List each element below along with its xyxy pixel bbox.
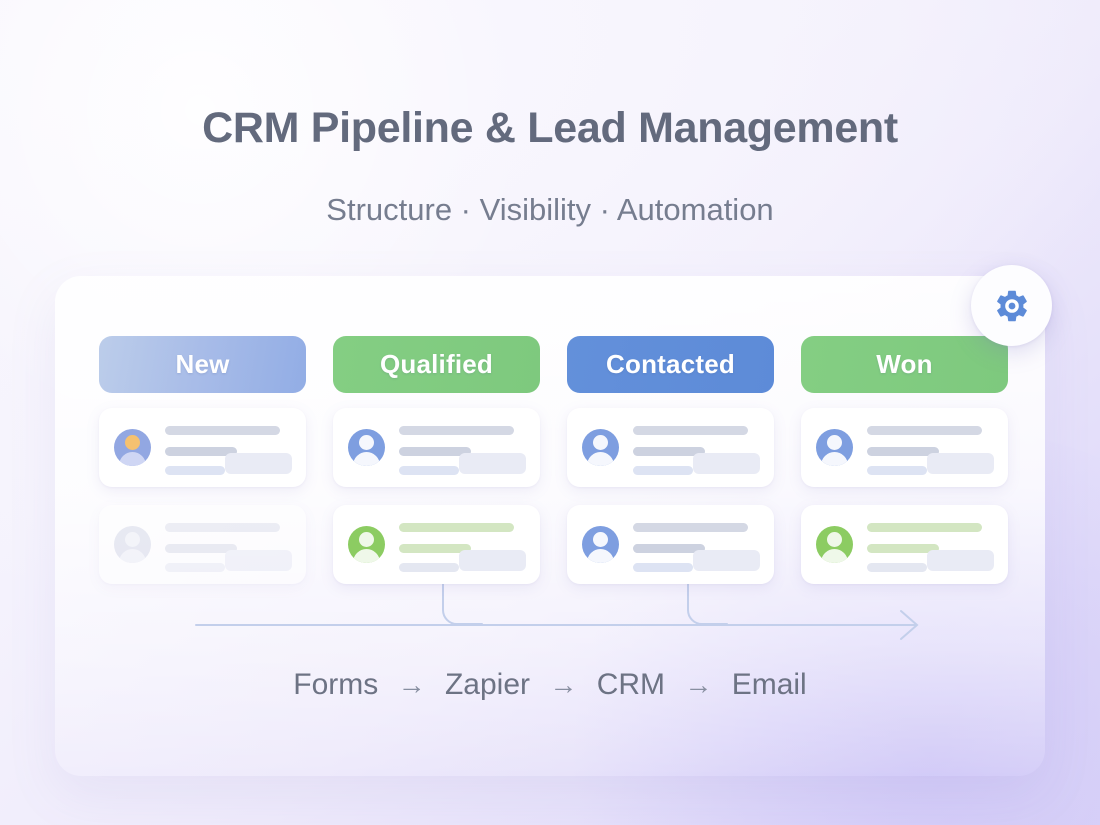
automation-arrow-icon: → [549,669,578,700]
lead-detail-placeholder [165,544,237,553]
lead-detail-placeholder [633,447,705,456]
avatar [348,526,385,563]
lead-card[interactable] [99,408,306,487]
lead-card[interactable] [99,505,306,584]
lead-card[interactable] [333,505,540,584]
lead-tag-badge [459,550,526,571]
lead-tag-badge [927,550,994,571]
lead-detail-placeholder [399,544,471,553]
lead-name-placeholder [165,523,280,532]
column-header-qualified[interactable]: Qualified [333,336,540,393]
automation-step-email: Email [731,668,807,701]
lead-name-placeholder [399,523,514,532]
lead-meta-placeholder [165,563,225,572]
lead-tag-badge [225,453,292,474]
avatar [582,526,619,563]
lead-name-placeholder [867,523,982,532]
lead-card-content [867,517,994,572]
avatar [816,526,853,563]
lead-name-placeholder [165,426,280,435]
pipeline-column-contacted: Contacted [567,336,774,584]
lead-card-content [633,420,760,475]
avatar [348,429,385,466]
lead-detail-placeholder [867,544,939,553]
automation-arrow-icon: → [397,669,426,700]
lead-detail-placeholder [399,447,471,456]
lead-card-content [633,517,760,572]
automation-step-forms: Forms [293,668,379,701]
lead-meta-placeholder [867,466,927,475]
lead-tag-badge [927,453,994,474]
avatar [114,429,151,466]
automation-step-zapier: Zapier [444,668,530,701]
page-subtitle: Structure · Visibility · Automation [326,192,774,227]
lead-meta-placeholder [867,563,927,572]
lead-card[interactable] [567,505,774,584]
avatar [582,429,619,466]
lead-tag-badge [225,550,292,571]
lead-card[interactable] [333,408,540,487]
lead-detail-placeholder [867,447,939,456]
lead-meta-placeholder [399,466,459,475]
automation-arrow-icon: → [684,669,713,700]
lead-meta-placeholder [633,563,693,572]
lead-card-content [399,420,526,475]
avatar [114,526,151,563]
lead-name-placeholder [633,426,748,435]
lead-name-placeholder [867,426,982,435]
automation-flow: Forms → Zapier → CRM → Email [0,668,1100,702]
lead-tag-badge [459,453,526,474]
lead-card[interactable] [567,408,774,487]
lead-meta-placeholder [399,563,459,572]
avatar [816,429,853,466]
lead-meta-placeholder [633,466,693,475]
lead-tag-badge [693,453,760,474]
lead-card-content [165,420,292,475]
pipeline-column-qualified: Qualified [333,336,540,584]
column-header-new[interactable]: New [99,336,306,393]
settings-badge[interactable] [971,265,1052,346]
lead-name-placeholder [633,523,748,532]
lead-card-content [867,420,994,475]
page-title: CRM Pipeline & Lead Management [202,104,898,152]
lead-detail-placeholder [165,447,237,456]
automation-step-crm: CRM [596,668,666,701]
lead-card[interactable] [801,505,1008,584]
lead-name-placeholder [399,426,514,435]
lead-card-content [165,517,292,572]
pipeline-columns: New Qualified [99,336,1011,584]
lead-tag-badge [693,550,760,571]
pipeline-column-won: Won [801,336,1008,584]
column-header-contacted[interactable]: Contacted [567,336,774,393]
lead-card[interactable] [801,408,1008,487]
lead-meta-placeholder [165,466,225,475]
gear-icon [993,287,1031,325]
lead-detail-placeholder [633,544,705,553]
pipeline-column-new: New [99,336,306,584]
column-header-won[interactable]: Won [801,336,1008,393]
lead-card-content [399,517,526,572]
